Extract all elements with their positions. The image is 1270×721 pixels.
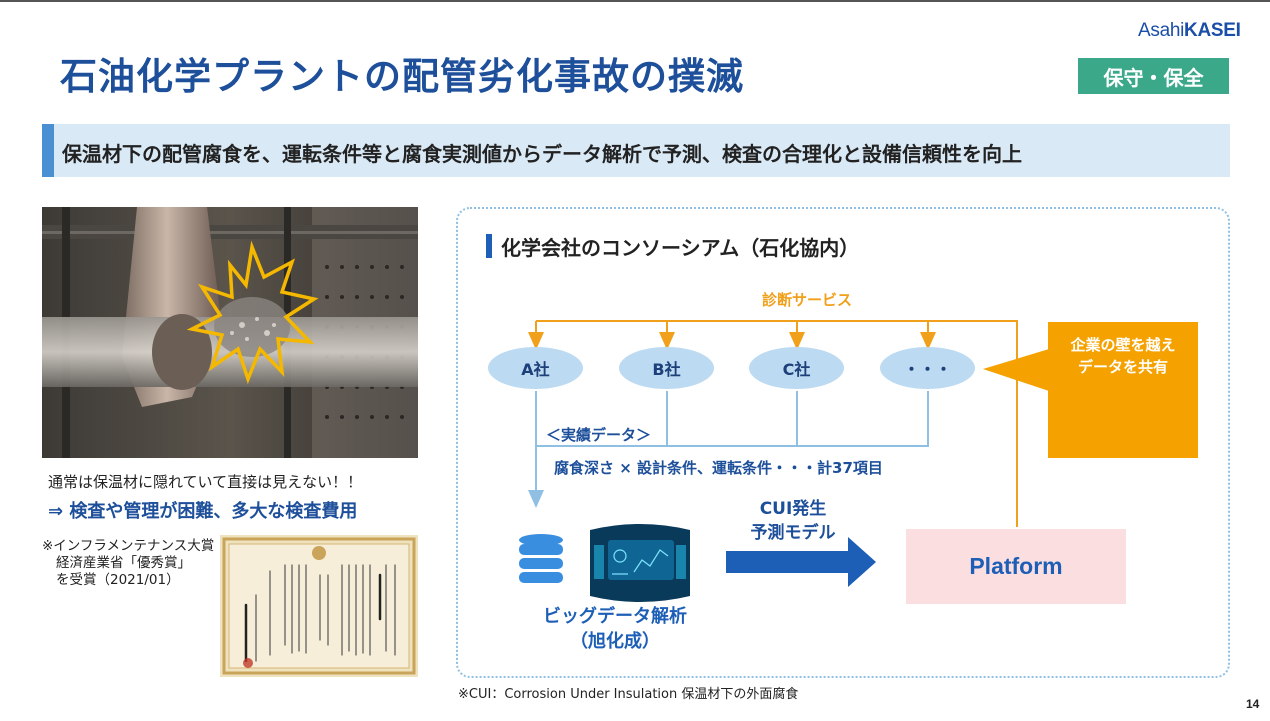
award-line: を受賞（2021/01） bbox=[56, 572, 180, 588]
award-line: 経済産業省「優秀賞」 bbox=[56, 555, 191, 571]
summary-text: 保温材下の配管腐食を、運転条件等と腐食実測値からデータ解析で予測、検査の合理化と… bbox=[62, 142, 1022, 166]
data-items-label: 腐食深さ × 設計条件、運転条件・・・計37項目 bbox=[554, 459, 883, 477]
category-badge: 保守・保全 bbox=[1078, 58, 1229, 94]
share-callout-pointer bbox=[983, 349, 1049, 391]
corroded-pipe-photo bbox=[42, 207, 418, 458]
data-sharing-callout bbox=[1048, 322, 1198, 458]
diagnostic-service-label: 診断サービス bbox=[762, 291, 853, 309]
cui-model-line: 予測モデル bbox=[750, 523, 836, 543]
consortium-panel bbox=[456, 207, 1230, 678]
cui-footnote: ※CUI：Corrosion Under Insulation 保温材下の外面腐… bbox=[458, 687, 799, 702]
data-sharing-line: データを共有 bbox=[1077, 358, 1168, 376]
asahi-kasei-logo: AsahiKASEI bbox=[1138, 20, 1241, 41]
award-note: ※インフラメンテナンス大賞 経済産業省「優秀賞」 を受賞（2021/01） bbox=[42, 538, 214, 589]
company-a: A社 bbox=[488, 347, 583, 389]
bigdata-line: （旭化成） bbox=[570, 631, 660, 652]
company-more: ・・・ bbox=[880, 347, 975, 389]
hidden-note: 通常は保温材に隠れていて直接は見えない！！ bbox=[48, 473, 363, 491]
actual-data-label: ＜実績データ＞ bbox=[546, 426, 652, 444]
top-rule bbox=[0, 0, 1270, 2]
summary-band bbox=[42, 124, 1230, 177]
page-number: 14 bbox=[1246, 697, 1260, 711]
model-arrow bbox=[726, 537, 876, 587]
database-icon bbox=[519, 534, 563, 583]
data-line-c bbox=[667, 391, 798, 447]
company-b: B社 bbox=[619, 347, 714, 389]
company-c: C社 bbox=[749, 347, 844, 389]
data-sharing-line: 企業の壁を越え bbox=[1070, 336, 1176, 354]
data-sharing-text: 企業の壁を越え データを共有 bbox=[1048, 334, 1198, 378]
platform-box: Platform bbox=[906, 529, 1126, 604]
difficulty-note: ⇒ 検査や管理が困難、多大な検査費用 bbox=[48, 501, 358, 522]
page-title: 石油化学プラントの配管劣化事故の撲滅 bbox=[60, 55, 744, 98]
award-line: ※インフラメンテナンス大賞 bbox=[42, 538, 215, 554]
consortium-title: 化学会社のコンソーシアム（石化協内） bbox=[501, 236, 860, 260]
data-line-etc bbox=[797, 391, 929, 447]
service-loop-line bbox=[536, 320, 1018, 527]
bigdata-analysis-label: ビッグデータ解析 （旭化成） bbox=[520, 604, 710, 654]
award-certificate-image bbox=[220, 535, 418, 677]
analytics-dashboard-image bbox=[590, 524, 690, 602]
cui-model-label: CUI発生 予測モデル bbox=[728, 497, 858, 545]
cui-model-line: CUI発生 bbox=[759, 499, 827, 519]
bigdata-line: ビッグデータ解析 bbox=[543, 606, 687, 627]
section-marker bbox=[486, 234, 492, 258]
